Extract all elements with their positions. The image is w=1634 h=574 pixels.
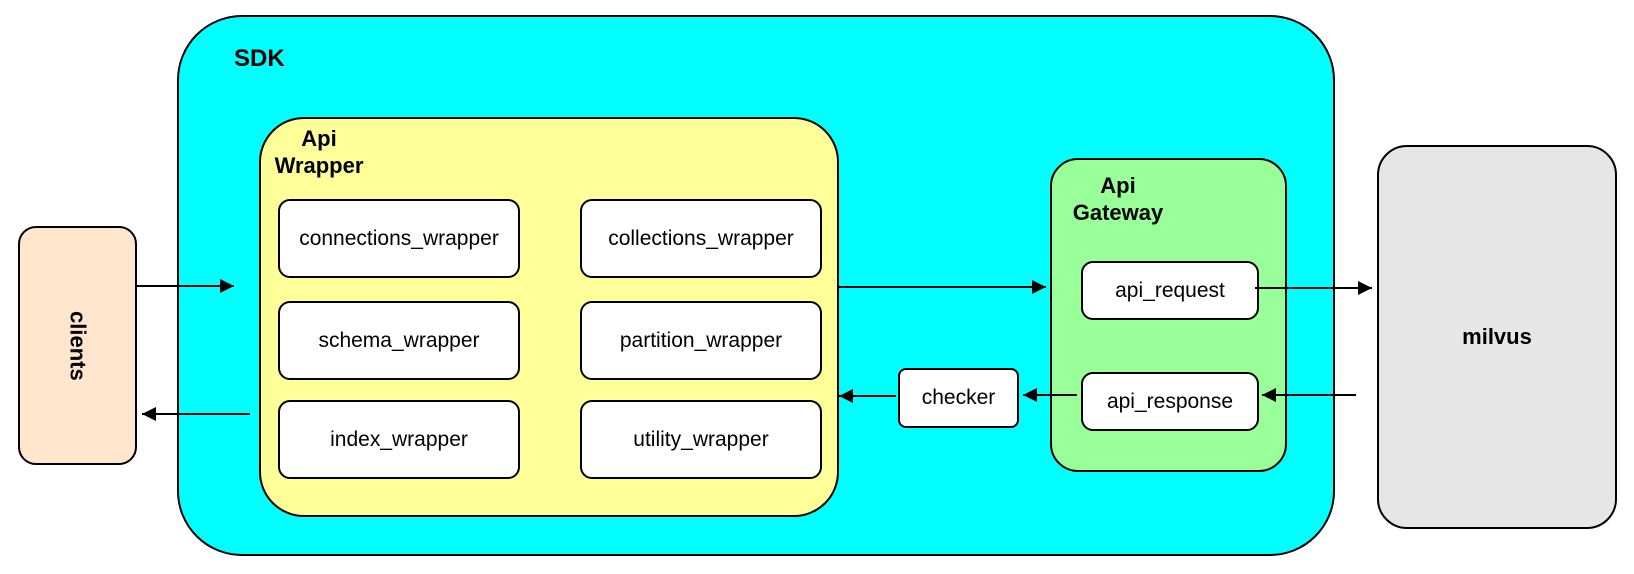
api-gateway-container: Api Gateway api_request api_response <box>1050 158 1287 472</box>
node-utility-wrapper: utility_wrapper <box>580 400 822 479</box>
api-wrapper-container: Api Wrapper connections_wrapper collecti… <box>259 117 839 517</box>
node-connections-wrapper: connections_wrapper <box>278 199 520 278</box>
milvus-label: milvus <box>1462 324 1532 349</box>
api-gateway-label-line2: Gateway <box>1072 200 1164 225</box>
clients-node: clients <box>18 226 137 465</box>
node-collections-wrapper: collections_wrapper <box>580 199 822 278</box>
node-schema-wrapper: schema_wrapper <box>278 301 520 380</box>
checker-node: checker <box>898 368 1019 428</box>
node-api-response: api_response <box>1081 372 1259 431</box>
node-partition-wrapper: partition_wrapper <box>580 301 822 380</box>
clients-label: clients <box>65 310 91 381</box>
node-api-request: api_request <box>1081 261 1259 320</box>
api-gateway-label-line1: Api <box>1100 173 1136 198</box>
api-wrapper-label-line1: Api <box>301 126 337 151</box>
sdk-container: SDK Api Wrapper connections_wrapper coll… <box>177 15 1335 556</box>
sdk-label: SDK <box>234 45 285 72</box>
api-wrapper-label: Api Wrapper <box>269 125 369 179</box>
api-gateway-label: Api Gateway <box>1068 172 1168 226</box>
node-index-wrapper: index_wrapper <box>278 400 520 479</box>
api-wrapper-label-line2: Wrapper <box>274 153 364 178</box>
milvus-node: milvus <box>1377 145 1617 529</box>
